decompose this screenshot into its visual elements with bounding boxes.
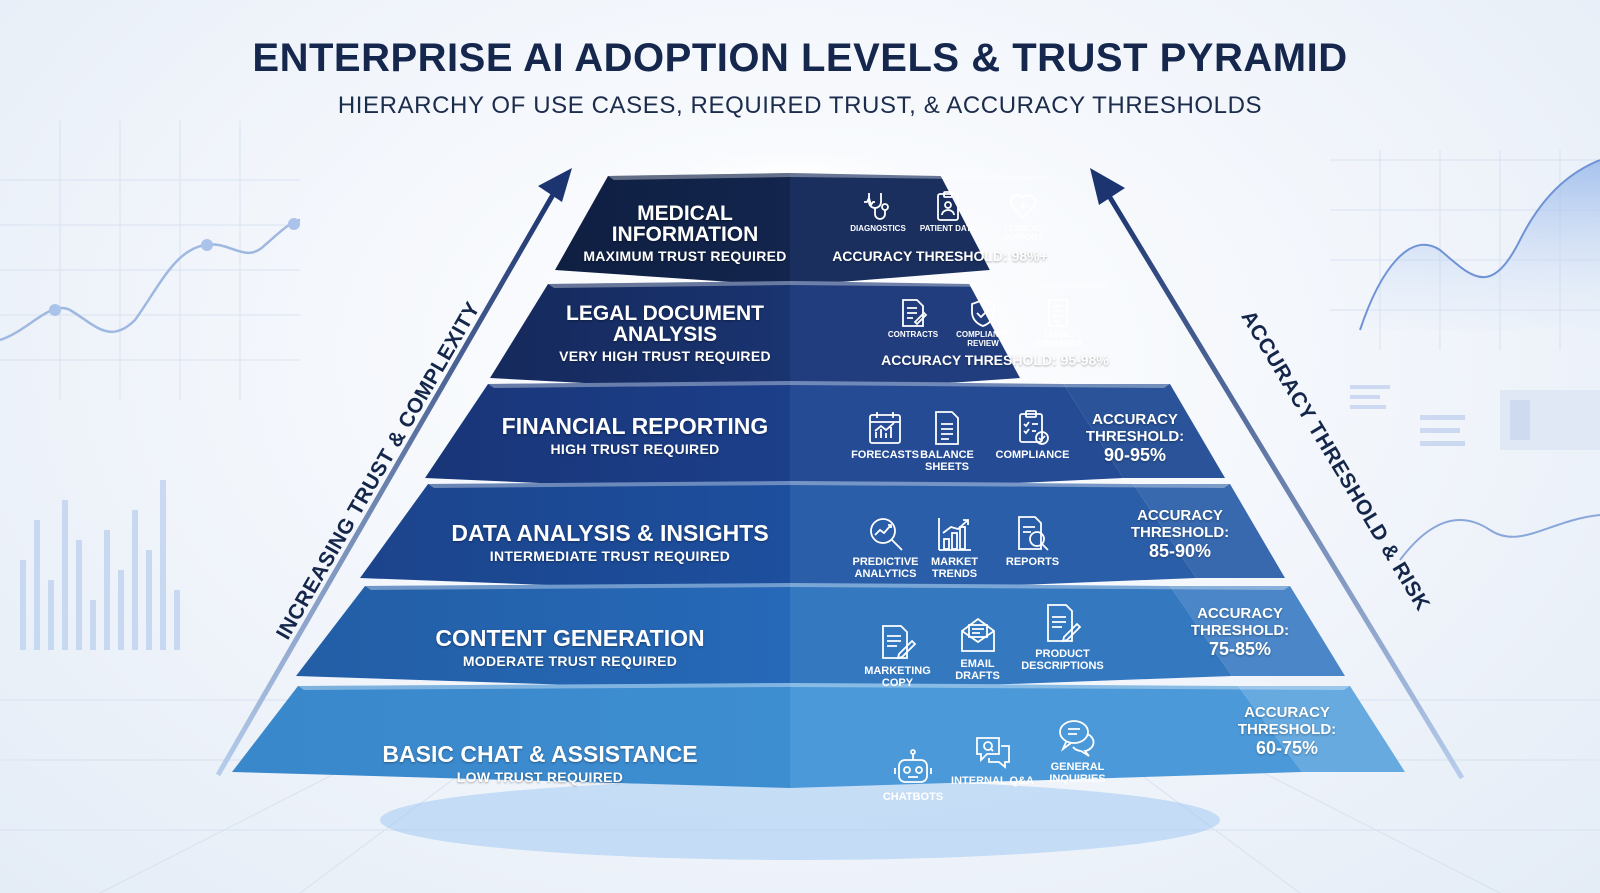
use-case-compliance: COMPLIANCE: [990, 410, 1075, 461]
chat-bubbles-icon: [975, 737, 1010, 769]
tier-accuracy-threshold: ACCURACY THRESHOLD: 90-95%: [1085, 411, 1185, 465]
robot-icon: [894, 749, 932, 783]
right-arrow-head: [1090, 168, 1125, 205]
page-title: ENTERPRISE AI ADOPTION LEVELS & TRUST PY…: [252, 36, 1348, 80]
tier-0-left-face: [555, 173, 790, 286]
left-arrow-head: [538, 168, 572, 202]
tier-trust-level: INTERMEDIATE TRUST REQUIRED: [489, 548, 731, 564]
use-case-internal-qa: INTERNAL Q&A: [950, 732, 1035, 787]
left-arrow-shaft: [215, 184, 561, 777]
checklist-icon: [1018, 410, 1049, 445]
tier-2-right-face: [790, 381, 1124, 494]
bar-trend-icon: [937, 518, 971, 551]
tier-4-top-edge: [365, 583, 1290, 590]
use-case-chatbots: CHATBOTS: [868, 748, 958, 803]
sheet-icon: [935, 411, 959, 445]
tier-trust-level: MODERATE TRUST REQUIRED: [462, 653, 678, 669]
use-case-diagnostics: DIAGNOSTICS: [840, 190, 916, 234]
tier-3-right-face: [790, 481, 1197, 594]
pyramid-base-glow: [380, 780, 1220, 860]
doc-pen-icon: [881, 625, 916, 660]
use-case-balance-sheets: BALANCE SHEETS: [912, 410, 982, 473]
use-case-predictive-analytics: PREDICTIVE ANALYTICS: [838, 515, 933, 580]
doc-edit-icon: [1046, 604, 1081, 643]
tier-2-left-face: [425, 381, 790, 494]
tier-3-top-edge: [428, 481, 1230, 488]
clipboard-patient-icon: [937, 191, 959, 221]
tier-name: CONTENT GENERATION MODERATE TRUST REQUIR…: [390, 627, 750, 669]
tier-accuracy-threshold: ACCURACY THRESHOLD: 75-85%: [1190, 605, 1290, 659]
tier-name: DATA ANALYSIS & INSIGHTS INTERMEDIATE TR…: [430, 522, 790, 564]
tier-3-left-face: [360, 481, 790, 594]
tier-1-right-face: [790, 281, 1020, 394]
envelope-icon: [960, 617, 995, 652]
tier-3-accuracy-face: [1133, 484, 1285, 578]
tier-accuracy-threshold: ACCURACY THRESHOLD: 95-98%: [881, 352, 1109, 368]
use-case-legal-summaries: LEGAL SUMMARIES: [1020, 298, 1096, 349]
tier-accuracy-threshold: ACCURACY THRESHOLD: 98%+: [832, 248, 1048, 264]
use-case-clinical-support: CLINICAL SUPPORT: [985, 190, 1061, 243]
tier-1-left-face: [490, 281, 790, 394]
use-case-reports: REPORTS: [990, 515, 1075, 568]
tier-0-top-edge: [608, 173, 1050, 180]
stethoscope-icon: [864, 193, 889, 220]
heart-stethoscope-icon: [1009, 194, 1037, 220]
right-arrow-shaft: [1100, 184, 1465, 780]
tier-1-top-edge: [548, 281, 1110, 288]
use-case-contracts: CONTRACTS: [875, 298, 951, 340]
use-case-patient-data: PATIENT DATA: [910, 190, 986, 234]
calendar-chart-icon: [869, 412, 901, 444]
use-case-email-drafts: EMAIL DRAFTS: [940, 615, 1015, 682]
tier-5-top-edge: [298, 683, 1350, 690]
use-case-market-trends: MARKET TRENDS: [917, 515, 992, 580]
tier-trust-level: MAXIMUM TRUST REQUIRED: [583, 248, 787, 264]
shield-check-icon: [971, 299, 995, 327]
tier-name: FINANCIAL REPORTING HIGH TRUST REQUIRED: [480, 415, 790, 457]
tier-5-accuracy-face: [1238, 686, 1405, 772]
report-search-icon: [1017, 516, 1049, 551]
speech-bubbles-icon: [1058, 720, 1094, 757]
use-case-product-descriptions: PRODUCT DESCRIPTIONS: [1010, 603, 1115, 672]
tier-0-right-face: [790, 173, 990, 286]
tier-accuracy-threshold: ACCURACY THRESHOLD: 60-75%: [1237, 704, 1337, 758]
use-case-compliance-review: COMPLIANCE REVIEW: [945, 298, 1021, 349]
tier-2-accuracy-face: [1063, 384, 1225, 478]
tier-name: MEDICAL INFORMATION MAXIMUM TRUST REQUIR…: [570, 203, 800, 263]
tier-accuracy-threshold: ACCURACY THRESHOLD: 85-90%: [1130, 507, 1230, 561]
tier-name: LEGAL DOCUMENT ANALYSIS VERY HIGH TRUST …: [530, 303, 800, 363]
use-case-forecasts: FORECASTS: [840, 410, 930, 461]
tier-4-left-face: [296, 583, 790, 692]
tier-trust-level: LOW TRUST REQUIRED: [456, 769, 624, 785]
page-subtitle: HIERARCHY OF USE CASES, REQUIRED TRUST, …: [337, 92, 1263, 119]
tier-5-left-face: [232, 683, 790, 788]
contract-icon: [902, 299, 928, 327]
use-case-general-inquiries: GENERAL INQUIRIES: [1030, 718, 1125, 785]
tier-2-top-edge: [488, 381, 1170, 388]
tier-4-accuracy-face: [1170, 586, 1345, 676]
tier-4-right-face: [790, 583, 1232, 692]
use-case-marketing-copy: MARKETING COPY: [850, 622, 945, 689]
tier-trust-level: HIGH TRUST REQUIRED: [550, 441, 720, 457]
tier-name: BASIC CHAT & ASSISTANCE LOW TRUST REQUIR…: [350, 743, 730, 785]
tier-trust-level: VERY HIGH TRUST REQUIRED: [559, 348, 771, 364]
magnifier-chart-icon: [869, 518, 903, 551]
tier-5-right-face: [790, 683, 1302, 788]
document-list-icon: [1048, 299, 1068, 327]
